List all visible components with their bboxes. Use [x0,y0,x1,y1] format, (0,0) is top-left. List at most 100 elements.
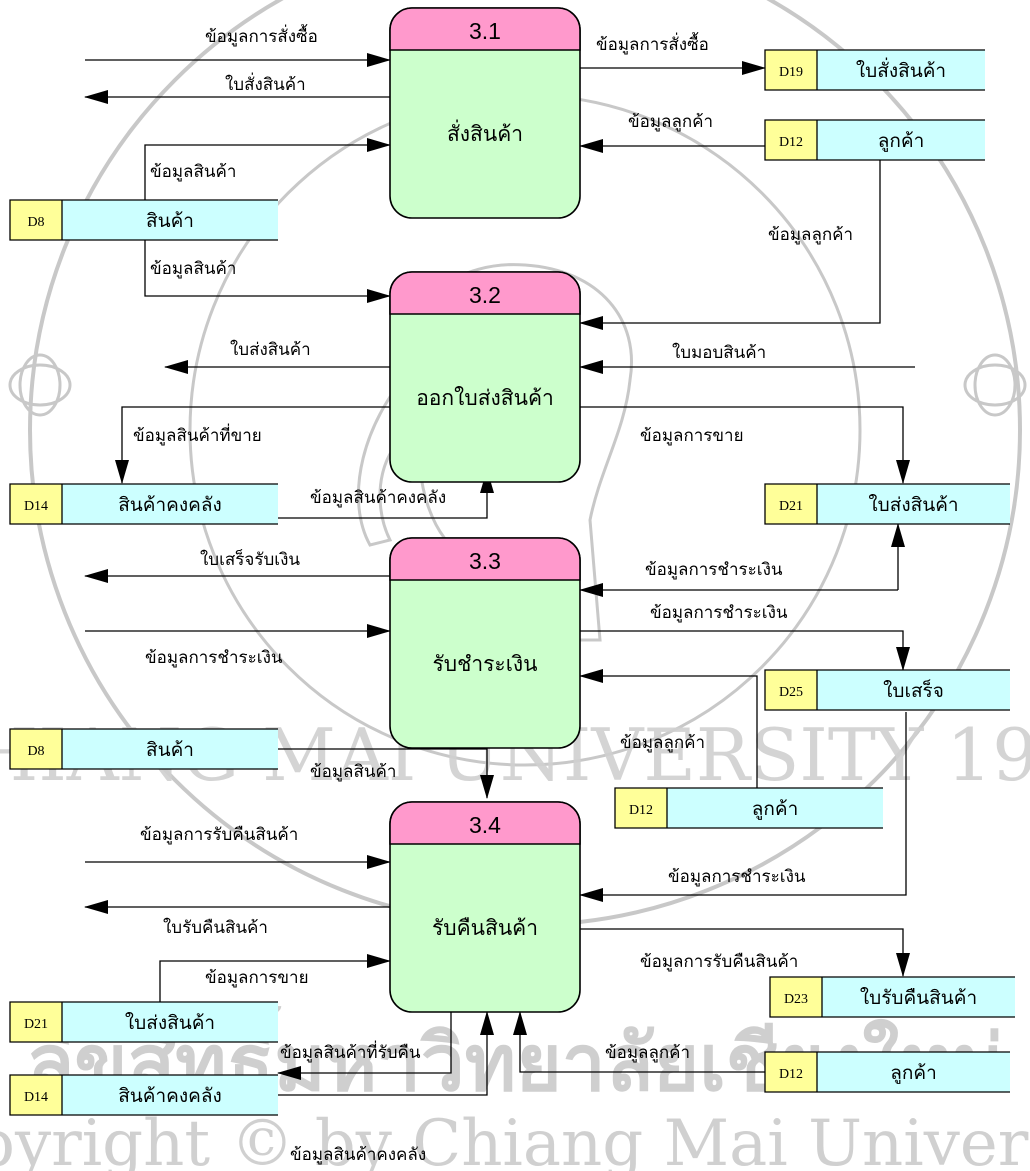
store-outline [9,199,278,241]
store-id: D21 [24,1017,48,1032]
data-store-d12[interactable]: D12 ลูกค้า [764,119,985,161]
flow-label: ใบสั่งสินค้า [225,72,306,95]
store-name-box [817,670,1010,710]
process-name: สั่งสินค้า [447,119,523,146]
store-name-box [62,484,278,524]
store-outline [9,1074,278,1116]
flow-label: ข้อมูลการชำระเงิน [645,560,783,580]
flow-label: ข้อมูลการรับคืนสินค้า [640,952,798,972]
store-name: ใบรับคืนสินค้า [860,987,977,1009]
data-store-d21[interactable]: D21 ใบส่งสินค้า [9,1001,278,1043]
flow-label: ข้อมูลสินค้าที่รับคืน [280,1040,421,1063]
flow-line-d25-to-34 [579,712,907,902]
store-name-box [62,1002,278,1042]
flow-label: ใบเสร็จรับเงิน [200,548,300,570]
store-outline [9,1001,278,1043]
process-1[interactable]: 3.1สั่งสินค้า [389,7,581,219]
store-id: D25 [779,685,803,700]
store-outline [764,49,985,91]
store-id-box [765,484,817,524]
store-id: D12 [629,803,653,818]
process-header [389,801,581,845]
store-outline [764,669,1010,711]
flow-line-32-to-d14 [115,406,390,484]
flow-label: ข้อมูลสินค้า [150,259,236,279]
flow-label: ใบรับคืนสินค้า [163,917,268,938]
flow-label: ข้อมูลลูกค้า [768,225,853,245]
store-outline [764,119,985,161]
store-id: D19 [779,65,803,80]
flow-label: ข้อมูลสินค้าคงคลัง [290,1145,426,1165]
store-name: สินค้าคงคลัง [118,494,222,516]
store-id-box [10,200,62,240]
store-outline [9,483,278,525]
data-store-d23[interactable]: D23 ใบรับคืนสินค้า [769,976,1015,1018]
flow-line-product-to-31 [144,138,391,200]
flow-label: ข้อมูลการสั่งซื้อ [205,24,318,47]
flow-lines [84,53,915,1096]
flow-label: ข้อมูลการสั่งซื้อ [596,32,709,55]
store-id-box [10,1075,62,1115]
store-id-box [765,120,817,160]
watermark-flower-icon-left [8,353,72,417]
store-id: D12 [779,1067,803,1082]
flow-label: ข้อมูลการชำระเงิน [650,603,788,623]
store-name: ลูกค้า [878,130,925,152]
store-id-box [615,788,667,828]
process-header [389,537,581,581]
flow-line-34-to-d14 [277,1012,452,1080]
flow-label: ใบมอบสินค้า [672,342,766,363]
store-outline [9,728,278,770]
flow-line-d12-to-34 [513,1011,767,1073]
store-id-box [765,670,817,710]
process-4[interactable]: 3.4รับคืนสินค้า [389,801,581,1013]
flow-label: ข้อมูลสินค้าที่ขาย [133,423,262,446]
store-name: ใบเสร็จ [883,678,944,702]
flow-labels: ข้อมูลการสั่งซื้อ ใบสั่งสินค้า ข้อมูลสิน… [133,24,853,1165]
flow-line-d12-to-32 [579,160,881,330]
data-store-d19[interactable]: D19 ใบสั่งสินค้า [764,49,985,91]
process-header [389,271,581,315]
store-id: D8 [27,215,44,230]
store-id-box [765,50,817,90]
process-3[interactable]: 3.3รับชำระเงิน [389,537,581,749]
store-id: D21 [779,499,803,514]
flow-label: ข้อมูลการขาย [640,426,744,446]
process-number: 3.2 [469,282,501,308]
store-name-box [822,977,1015,1017]
flow-line-d14-to-34 [278,1011,494,1096]
data-store-d12[interactable]: D12 ลูกค้า [614,787,883,829]
store-outline [764,1051,1010,1093]
store-id: D14 [24,1090,48,1105]
store-id: D12 [779,135,803,150]
process-number: 3.4 [469,812,501,838]
store-name: ใบสั่งสินค้า [856,57,946,82]
flow-line-34-to-d23 [580,928,910,977]
store-name: สินค้าคงคลัง [118,1085,222,1107]
store-name: ลูกค้า [752,798,799,820]
data-store-d25[interactable]: D25 ใบเสร็จ [764,669,1010,711]
data-store-d14[interactable]: D14 สินค้าคงคลัง [9,1074,278,1116]
store-id: D23 [784,992,808,1007]
flow-label: ข้อมูลสินค้า [310,762,396,782]
watermark-flower-icon-right [963,353,1027,417]
store-name: ใบส่งสินค้า [125,1012,215,1034]
store-name-box [817,120,985,160]
flow-line-33-to-d25 [580,630,910,671]
store-id-box [10,1002,62,1042]
store-name: สินค้า [146,739,194,761]
process-name: รับชำระเงิน [433,652,538,676]
flow-label: ข้อมูลลูกค้า [628,112,713,132]
store-name-box [817,484,1010,524]
store-name-box [62,729,278,769]
flow-label: ข้อมูลสินค้า [150,162,236,182]
store-id-box [770,977,822,1017]
